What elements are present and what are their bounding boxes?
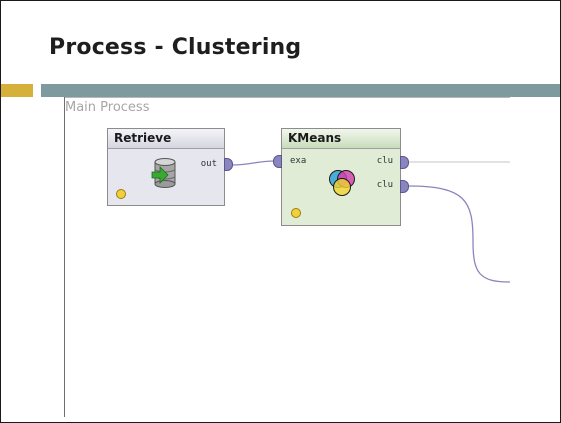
output-port-clu-2[interactable] [400,180,409,193]
clustering-circles-icon [329,170,355,196]
output-port-out[interactable] [224,158,233,171]
accent-band-teal [41,84,560,97]
status-indicator [291,208,301,218]
output-port-clu-1[interactable] [400,156,409,169]
operator-retrieve-name: Retrieve [108,129,224,149]
input-port-exa[interactable] [273,155,282,168]
operator-retrieve[interactable]: Retrieve out [107,128,233,206]
port-label-exa: exa [290,156,307,166]
process-canvas[interactable]: Main Process [64,97,510,417]
port-label-clu-2: clu [376,180,393,190]
operator-kmeans-name: KMeans [282,129,400,149]
slide-title: Process - Clustering [49,35,302,60]
canvas-top-border [64,97,510,98]
accent-band-gold [1,84,33,97]
canvas-label: Main Process [65,100,150,115]
port-label-out: out [200,159,217,169]
database-icon [151,158,176,188]
status-indicator [116,189,126,199]
wire-kmeans-clu-2[interactable] [407,185,511,283]
operator-kmeans[interactable]: KMeans exa clu clu [273,128,409,226]
port-label-clu-1: clu [376,156,393,166]
wire-retrieve-to-kmeans[interactable] [231,160,276,166]
canvas-left-border [64,97,65,417]
